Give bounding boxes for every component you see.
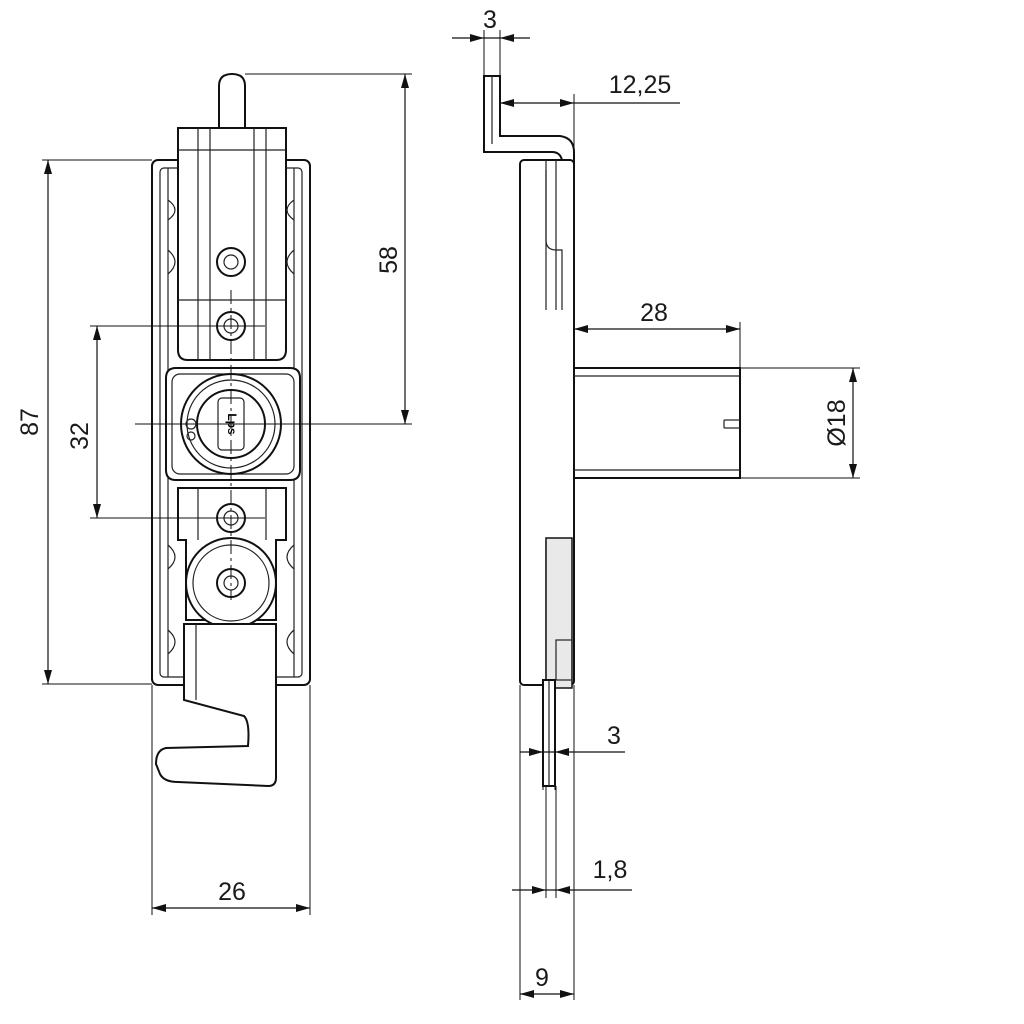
top-carriage — [177, 127, 287, 361]
dim-total-height-label: 87 — [16, 408, 44, 436]
dim-body-depth-label: 9 — [535, 964, 549, 992]
dim-latch-thickness: 3 — [520, 722, 625, 790]
dim-tab-offset-label: 12,25 — [609, 71, 672, 99]
dim-tab-offset: 12,25 — [500, 71, 680, 160]
dim-tab-thickness-label: 3 — [483, 6, 497, 34]
side-cylinder — [573, 367, 741, 479]
front-view: Lps 87 — [16, 72, 412, 915]
latch-hook — [154, 623, 277, 788]
dim-top-to-cylinder: 58 — [245, 73, 412, 425]
dim-hole-spacing-label: 32 — [66, 422, 94, 450]
dim-cylinder-length: 28 — [574, 299, 741, 368]
dim-top-to-cylinder-label: 58 — [375, 246, 403, 274]
dim-cylinder-length-label: 28 — [640, 299, 668, 327]
dim-latch-thickness-label: 3 — [607, 722, 621, 750]
dim-body-depth: 9 — [519, 685, 575, 1000]
dim-cylinder-diameter-label: Ø18 — [823, 399, 851, 446]
screw-hole-upper — [216, 247, 246, 277]
dim-total-height: 87 — [16, 159, 152, 685]
dim-tab-thickness: 3 — [452, 6, 530, 76]
side-top-tab — [483, 75, 575, 171]
dim-plate-thickness: 1,8 — [512, 786, 632, 898]
dim-plate-thickness-label: 1,8 — [593, 856, 628, 884]
dim-width: 26 — [151, 685, 311, 915]
dim-width-label: 26 — [218, 878, 246, 906]
side-view: 3 12,25 28 Ø18 — [452, 6, 860, 1000]
dim-hole-spacing: 32 — [66, 325, 265, 519]
dim-cylinder-diameter: Ø18 — [740, 367, 860, 479]
